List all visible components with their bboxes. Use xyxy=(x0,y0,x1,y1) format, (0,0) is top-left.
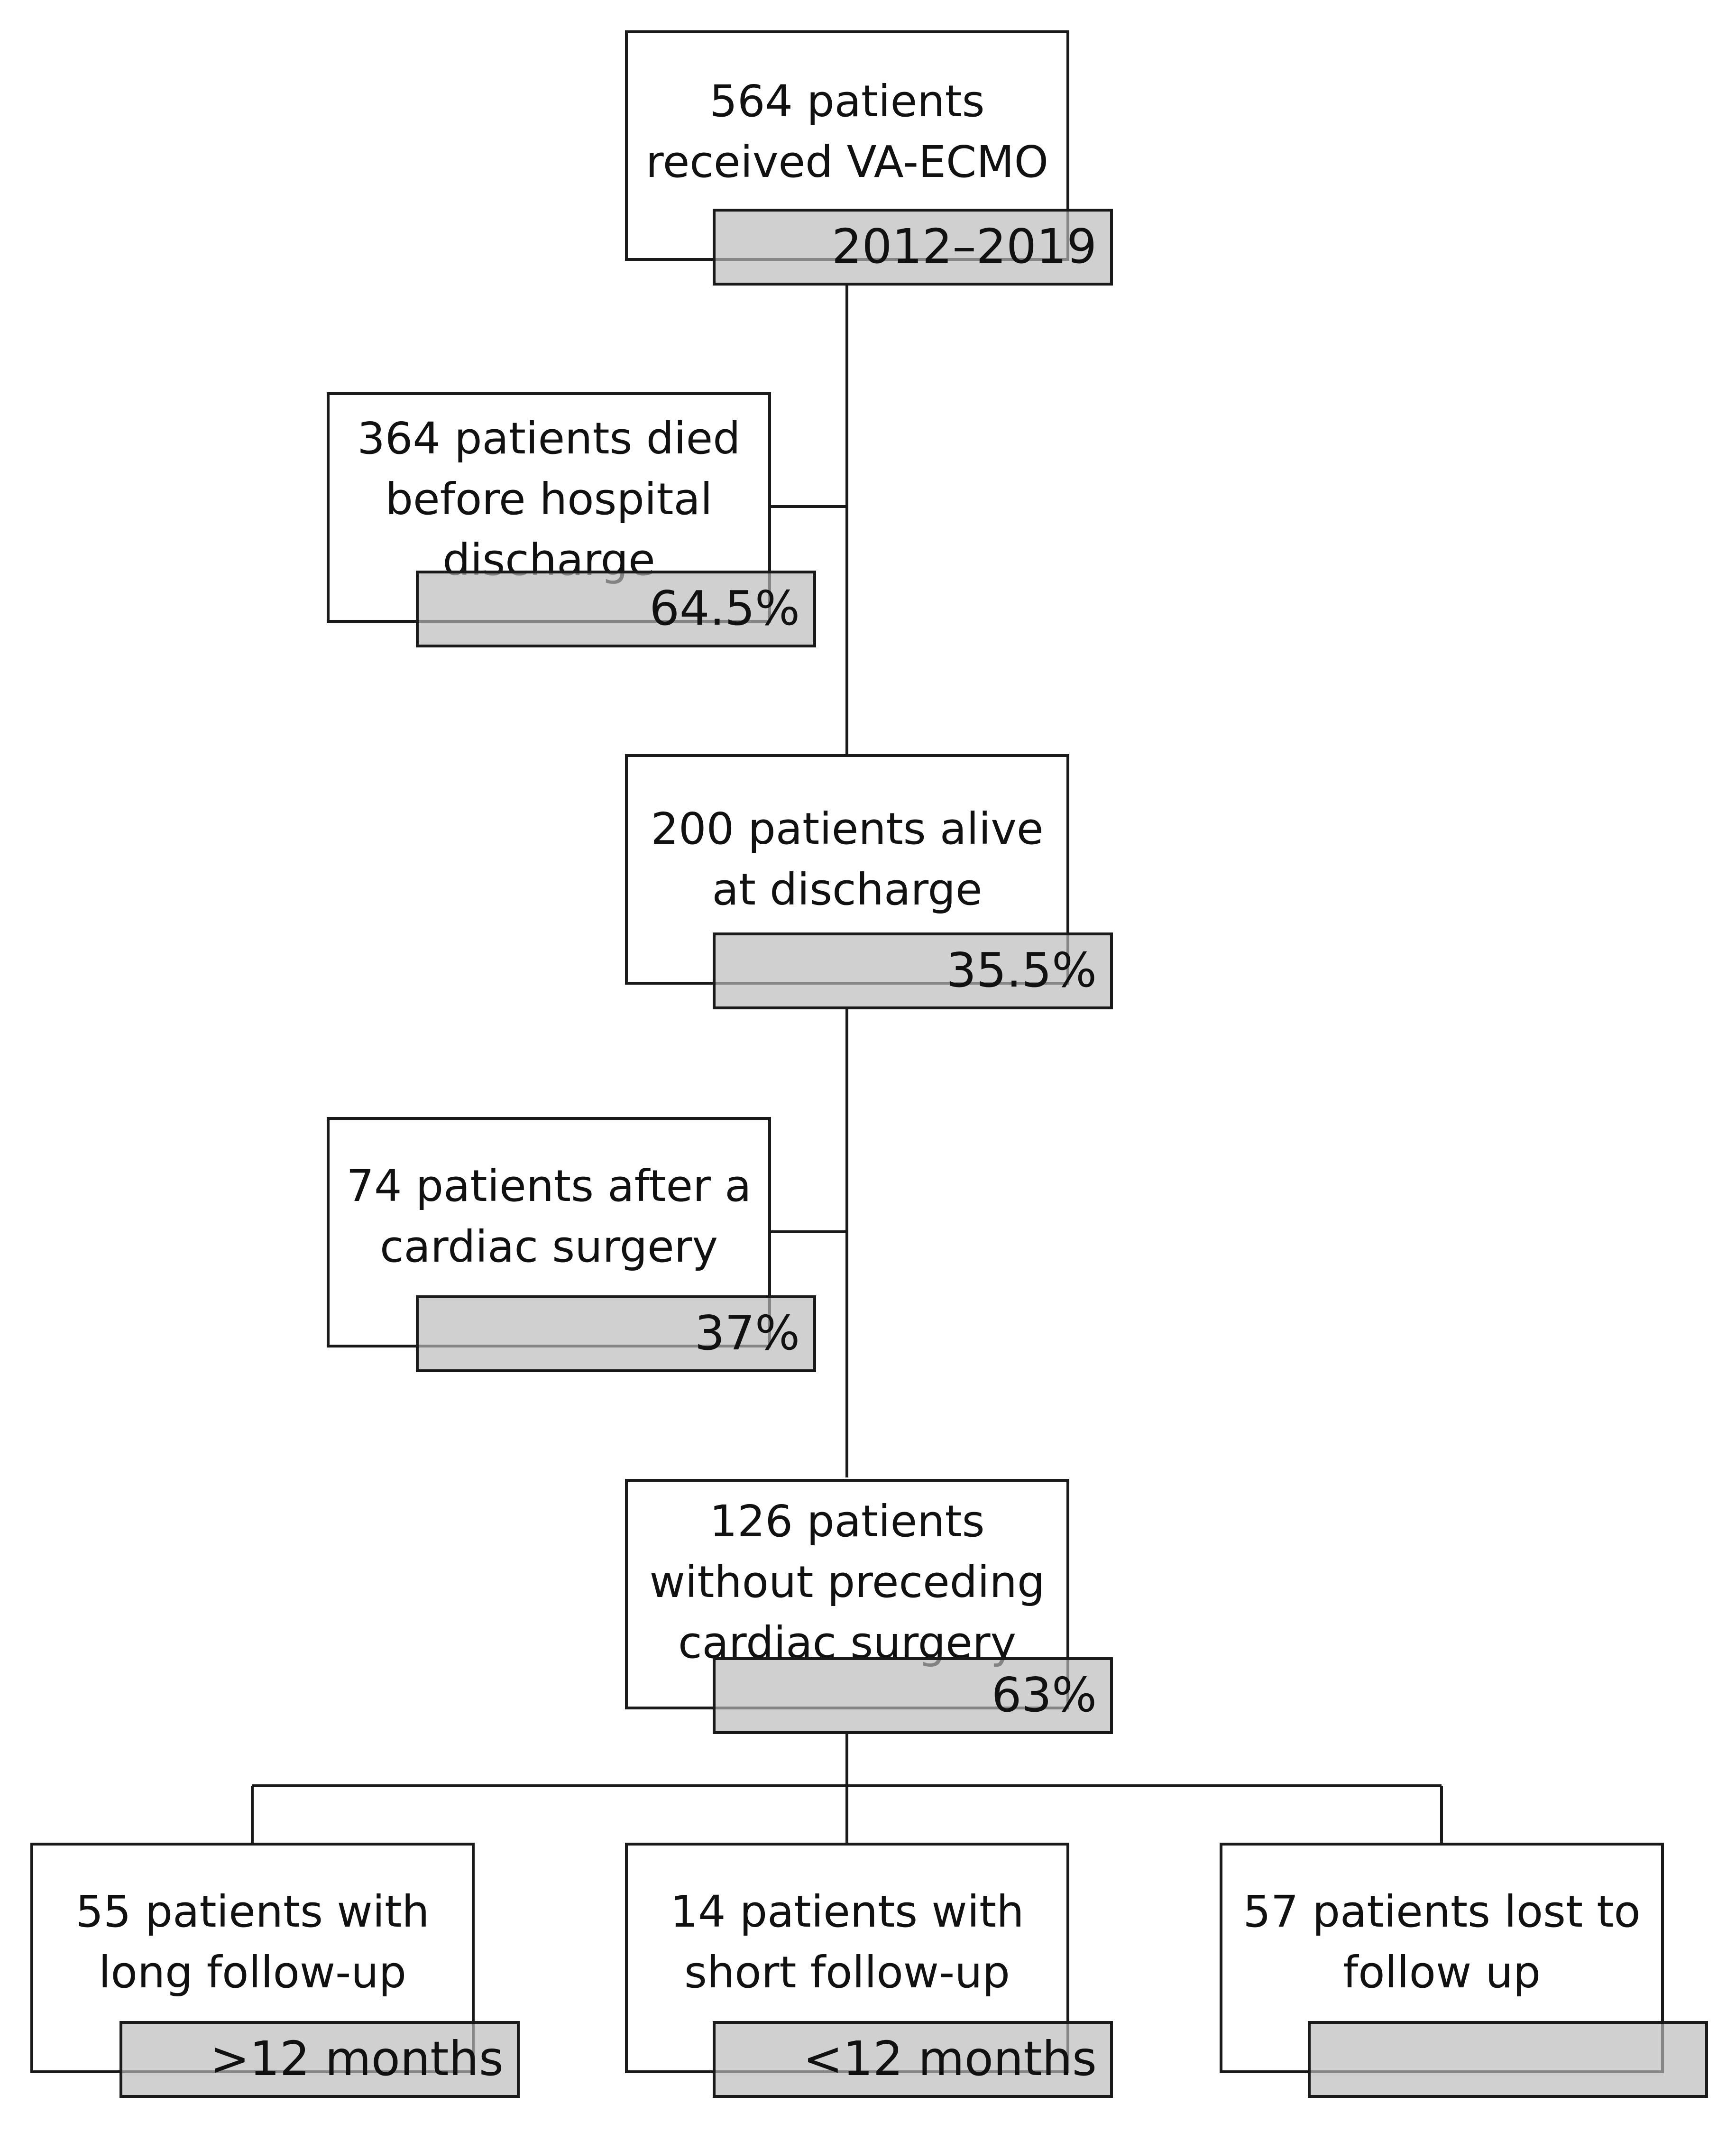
node-received-tag: 2012–2019 xyxy=(713,209,1113,286)
node-lost-line-1: 57 patients lost to xyxy=(1243,1886,1641,1937)
node-nosurgery-tag: 63% xyxy=(713,1657,1113,1734)
node-alive-line-2: at discharge xyxy=(712,864,983,915)
node-died-line-1: 364 patients died xyxy=(357,413,741,464)
node-alive-line-1: 200 patients alive xyxy=(651,803,1044,854)
node-short-tag: <12 months xyxy=(713,2021,1113,2098)
node-died-line-2: before hospital xyxy=(385,474,713,525)
node-alive-tag: 35.5% xyxy=(713,932,1113,1009)
node-lost-tag xyxy=(1308,2021,1708,2098)
node-long-line-2: long follow-up xyxy=(98,1947,407,1998)
node-received-line-1: 564 patients xyxy=(709,76,985,127)
node-long-line-1: 55 patients with xyxy=(75,1886,430,1937)
node-nosurgery-line-1: 126 patients xyxy=(709,1496,985,1547)
node-nosurgery-line-2: without preceding xyxy=(649,1557,1045,1607)
node-surgery-line-1: 74 patients after a xyxy=(346,1161,752,1211)
node-lost-line-2: follow up xyxy=(1342,1947,1541,1998)
node-short-line-2: short follow-up xyxy=(684,1947,1010,1998)
node-received-line-2: received VA-ECMO xyxy=(645,137,1049,187)
node-surgery-line-2: cardiac surgery xyxy=(379,1221,718,1272)
node-long-tag: >12 months xyxy=(119,2021,520,2098)
node-short-line-1: 14 patients with xyxy=(670,1886,1024,1937)
node-died-tag: 64.5% xyxy=(416,571,816,647)
node-surgery-tag: 37% xyxy=(416,1295,816,1372)
